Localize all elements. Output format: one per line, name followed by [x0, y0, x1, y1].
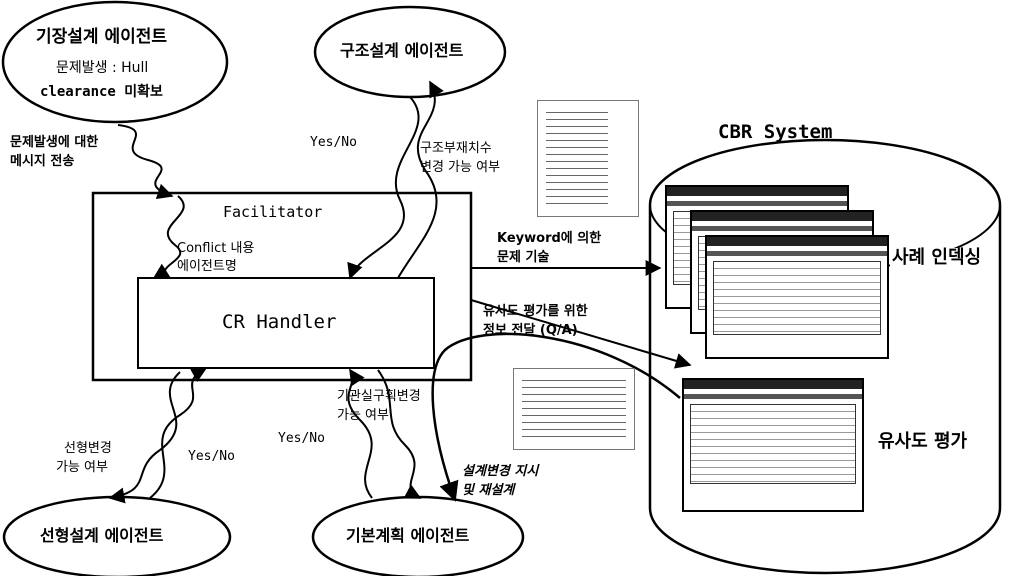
cbr-title: CBR System — [718, 122, 832, 144]
problem-msg-line2: 메시지 전송 — [10, 155, 74, 170]
facilitator-title: Facilitator — [223, 204, 322, 221]
similarity-window — [682, 378, 864, 512]
engine-query-line2: 가능 여부 — [337, 409, 389, 424]
struct-query-line1: 구조부재치수 — [420, 142, 492, 157]
redesign-line1: 설계변경 지시 — [462, 465, 538, 480]
case-indexing-label: 사례 인덱싱 — [890, 248, 983, 269]
problem-msg-line1: 문제발생에 대한 — [10, 136, 98, 151]
qa-window-thumbnail — [513, 368, 635, 450]
keyword-line2: 문제 기술 — [497, 251, 549, 266]
basic-yesno-label: Yes/No — [278, 432, 325, 447]
case-window-3 — [705, 235, 889, 359]
lines-query-line2: 가능 여부 — [56, 461, 108, 476]
lines-query-arrow — [110, 372, 180, 498]
struct-query-line2: 변경 가능 여부 — [420, 161, 500, 176]
basic-agent-title: 기본계획 에이전트 — [346, 527, 469, 545]
cr-handler-label: CR Handler — [222, 312, 336, 334]
hull-form-agent-title: 기장설계 에이전트 — [36, 28, 167, 48]
structure-agent-title: 구조설계 에이전트 — [340, 42, 463, 60]
similarity-info-line1: 유사도 평가를 위한 — [483, 305, 588, 320]
conflict-line1: Conflict 내용 — [177, 242, 254, 257]
lines-agent-title: 선형설계 에이전트 — [40, 527, 163, 545]
conflict-line2: 에이전트명 — [177, 260, 237, 275]
lines-yesno-label: Yes/No — [188, 450, 235, 465]
engine-query-line1: 기관실구획변경 — [337, 390, 421, 405]
similarity-info-line2: 정보 전달 (Q/A) — [483, 324, 578, 339]
problem-msg-arrow — [118, 125, 172, 196]
hull-form-problem-line1: 문제발생 : Hull — [56, 60, 148, 76]
lines-query-line1: 선형변경 — [64, 442, 112, 457]
redesign-line2: 및 재설계 — [462, 484, 514, 499]
hull-form-problem-line2: clearance 미확보 — [40, 84, 163, 100]
similarity-eval-label: 유사도 평가 — [878, 432, 967, 453]
structure-yesno-label: Yes/No — [310, 136, 357, 151]
document-thumbnail — [537, 100, 639, 217]
keyword-line1: Keyword에 의한 — [497, 232, 601, 247]
lines-yesno-arrow — [150, 368, 206, 498]
